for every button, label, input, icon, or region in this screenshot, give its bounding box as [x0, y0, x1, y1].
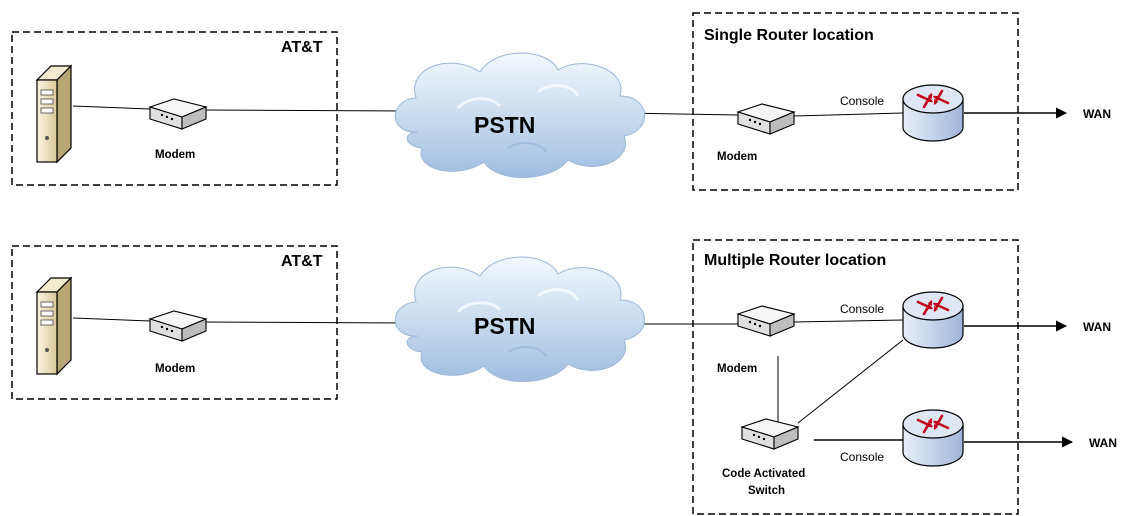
- wan-label-bottom-1: WAN: [1083, 320, 1111, 334]
- top-row: AT&T Single Router location Modem PSTN M…: [11, 12, 1111, 191]
- bottom-row: AT&T Multiple Router location Modem PSTN…: [11, 239, 1117, 515]
- router-icon: [901, 408, 965, 468]
- modem-icon: [149, 98, 207, 130]
- modem-icon: [149, 310, 207, 342]
- switch-label-line1: Code Activated: [722, 468, 805, 480]
- modem-icon: [737, 305, 795, 337]
- single-router-location-title: Single Router location: [704, 27, 874, 44]
- console-label-bottom-1: Console: [840, 302, 884, 316]
- wan-label-bottom-2: WAN: [1089, 436, 1117, 450]
- link-modem-router-bottom: [793, 319, 904, 323]
- single-router-location-box: [692, 12, 1019, 191]
- pstn-label-top: PSTN: [474, 112, 535, 138]
- multiple-router-location-title: Multiple Router location: [704, 252, 886, 269]
- link-modem-pstn-bottom: [204, 321, 413, 324]
- server-icon: [36, 65, 72, 163]
- att-title-top: AT&T: [281, 39, 323, 56]
- modem-label-right-bottom: Modem: [717, 363, 757, 375]
- link-modem-pstn-top: [204, 109, 413, 112]
- modem-label-right-top: Modem: [717, 151, 757, 163]
- multiple-router-location-box: [692, 239, 1019, 515]
- link-switch-router-1: [797, 339, 904, 424]
- modem-label-left-top: Modem: [155, 149, 195, 161]
- wan-label-top: WAN: [1083, 107, 1111, 121]
- modem-label-left-bottom: Modem: [155, 363, 195, 375]
- link-server-modem-bottom: [72, 317, 151, 322]
- link-modem-router-top: [793, 112, 904, 117]
- console-label-top: Console: [840, 94, 884, 108]
- switch-icon: [741, 418, 799, 450]
- link-server-modem-top: [72, 105, 151, 110]
- att-box-top: [11, 31, 338, 186]
- router-icon: [901, 290, 965, 350]
- pstn-label-bottom: PSTN: [474, 313, 535, 339]
- att-title-bottom: AT&T: [281, 253, 323, 270]
- switch-label-line2: Switch: [748, 485, 785, 497]
- router-icon: [901, 83, 965, 143]
- modem-icon: [737, 103, 795, 135]
- server-icon: [36, 277, 72, 375]
- console-label-bottom-2: Console: [840, 450, 884, 464]
